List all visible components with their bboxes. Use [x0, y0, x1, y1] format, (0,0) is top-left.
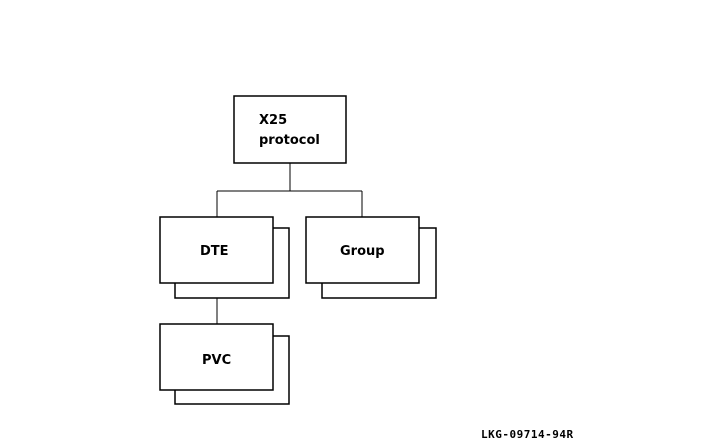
dte-node-front	[159, 216, 274, 284]
group-node-front	[305, 216, 420, 284]
figure-code: LKG-09714-94R	[481, 428, 574, 441]
root-node-label-line1: X25	[259, 113, 287, 128]
pvc-node-label: PVC	[202, 353, 231, 368]
root-node-label-line2: protocol	[259, 133, 320, 148]
pvc-node: PVC	[159, 323, 290, 405]
group-node-label: Group	[340, 244, 385, 259]
dte-node: DTE	[159, 216, 290, 299]
pvc-node-front	[159, 323, 274, 391]
root-node-x25-protocol: X25 protocol	[233, 95, 347, 164]
connector-lines	[216, 163, 363, 324]
dte-node-label: DTE	[200, 244, 229, 259]
group-node: Group	[305, 216, 437, 299]
